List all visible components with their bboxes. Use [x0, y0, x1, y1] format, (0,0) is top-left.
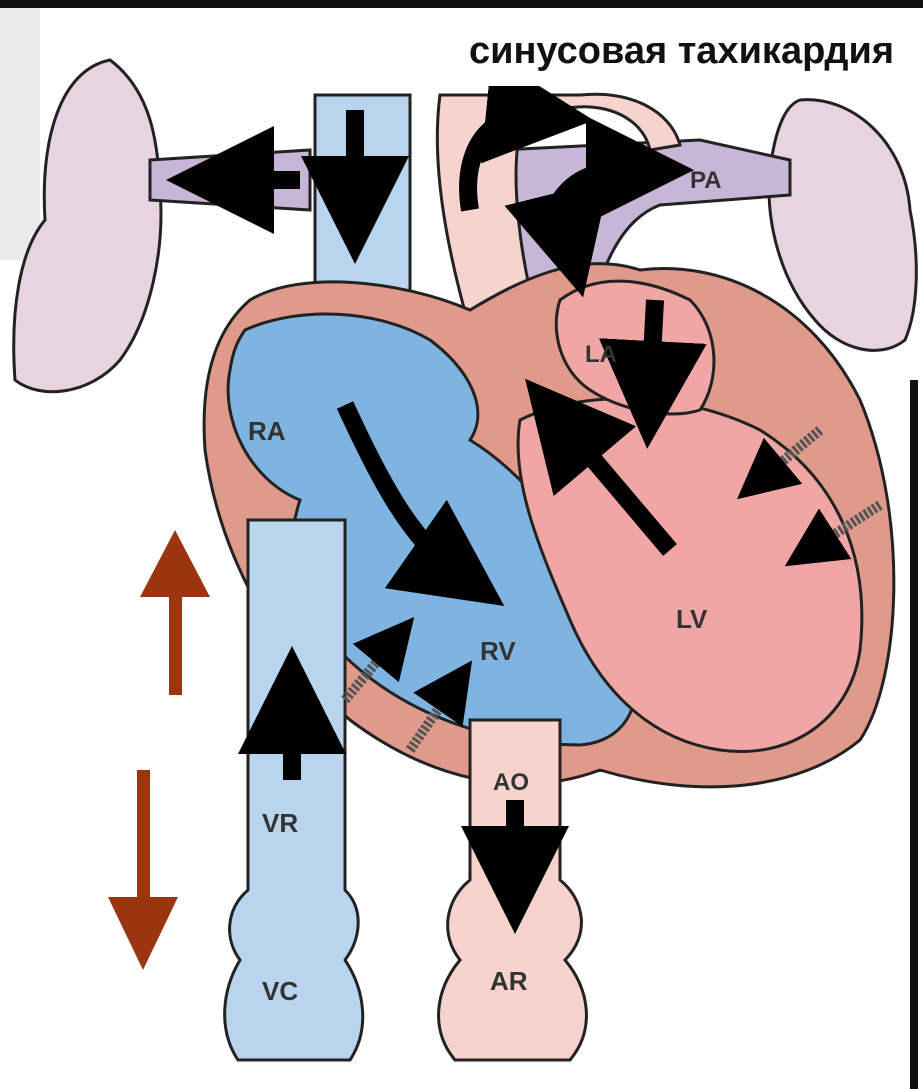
label-lv: LV — [676, 604, 708, 634]
label-ar: AR — [490, 966, 528, 996]
label-pa: PA — [690, 167, 722, 194]
label-vc: VC — [262, 976, 298, 1006]
right-border-line — [910, 380, 918, 1089]
label-la: LA — [585, 341, 617, 368]
label-rv: RV — [480, 636, 516, 666]
down-arrow — [108, 770, 178, 970]
la-flow-arrow — [650, 300, 655, 395]
pulmonary-flow-arrow-down — [560, 205, 570, 245]
page-title: синусовая тахикардия — [300, 16, 910, 86]
left-lung — [14, 60, 161, 392]
label-ra: RA — [248, 416, 286, 446]
up-arrow — [140, 530, 210, 695]
label-vr: VR — [262, 808, 298, 838]
label-ao: AO — [493, 769, 529, 796]
